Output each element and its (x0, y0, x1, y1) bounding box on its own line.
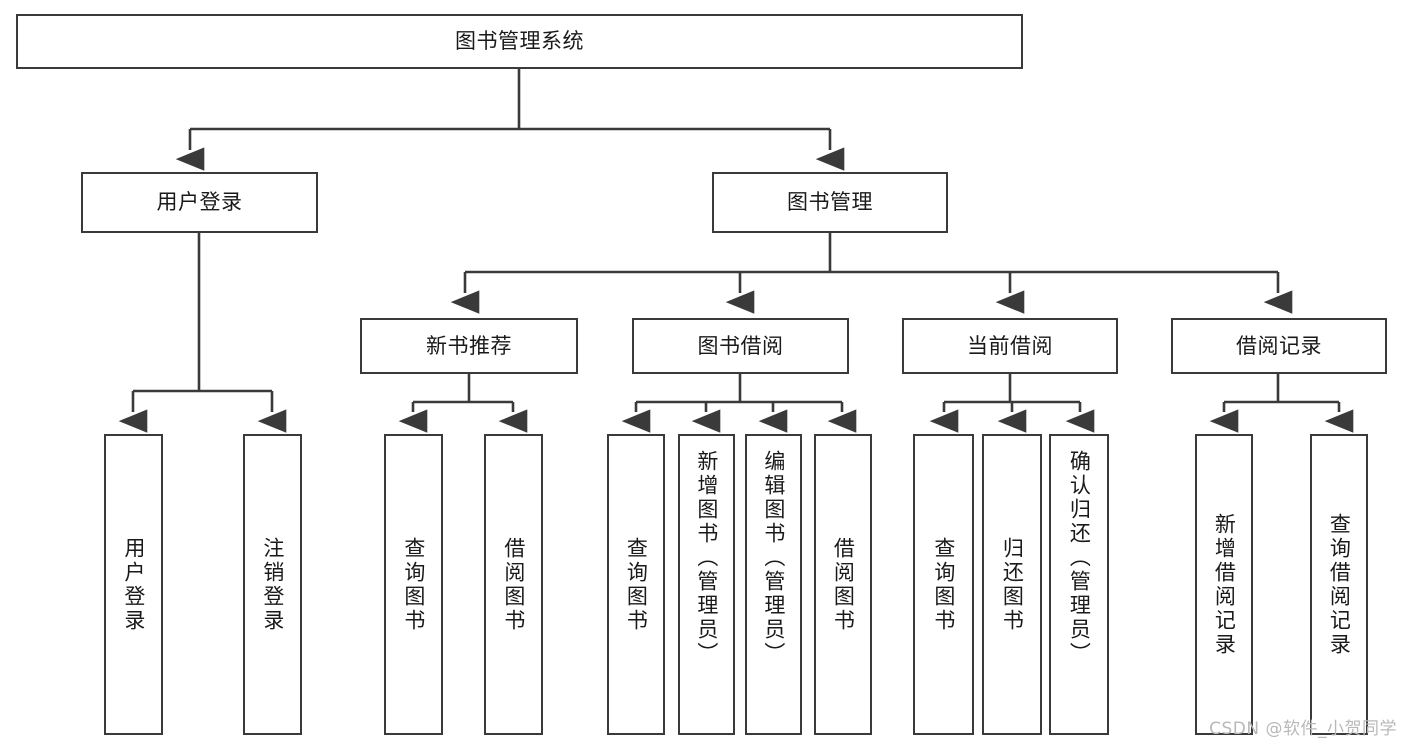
leaf-borrow-book[interactable]: 借阅图书 (814, 434, 872, 735)
leaf-query-book-borrow[interactable]: 查询图书 (607, 434, 665, 735)
leaf-edit-book-admin[interactable]: 编辑图书（管理员） (745, 434, 802, 735)
leaf-add-borrow-record[interactable]: 新增借阅记录 (1195, 434, 1253, 735)
leaf-user-login[interactable]: 用户登录 (104, 434, 163, 735)
leaf-query-borrow-record[interactable]: 查询借阅记录 (1310, 434, 1368, 735)
node-label: 新增借阅记录 (1212, 512, 1237, 657)
node-borrow-record[interactable]: 借阅记录 (1171, 318, 1387, 374)
node-label: 查询图书 (624, 536, 649, 633)
node-label: 图书借阅 (697, 333, 784, 358)
leaf-borrow-book-recommend[interactable]: 借阅图书 (484, 434, 543, 735)
node-label: 当前借阅 (967, 333, 1053, 358)
node-label: 确认归还（管理员） (1067, 450, 1092, 666)
leaf-query-book-recommend[interactable]: 查询图书 (384, 434, 443, 735)
node-label: 借阅图书 (501, 536, 526, 633)
leaf-query-book-current[interactable]: 查询图书 (913, 434, 974, 735)
node-label: 借阅记录 (1236, 333, 1322, 358)
node-label: 编辑图书（管理员） (761, 450, 786, 666)
node-label: 图书管理 (787, 190, 873, 215)
node-label: 用户登录 (156, 190, 243, 215)
node-label: 归还图书 (1000, 536, 1025, 633)
node-label: 查询借阅记录 (1327, 512, 1352, 657)
node-user-login[interactable]: 用户登录 (81, 172, 318, 233)
leaf-return-book[interactable]: 归还图书 (982, 434, 1042, 735)
node-label: 用户登录 (121, 536, 146, 633)
watermark-text: CSDN @软件_小贺同学 (1209, 719, 1397, 739)
node-book-borrow[interactable]: 图书借阅 (632, 318, 849, 374)
node-root-book-management-system[interactable]: 图书管理系统 (16, 14, 1023, 69)
leaf-logout[interactable]: 注销登录 (243, 434, 302, 735)
node-current-borrow[interactable]: 当前借阅 (902, 318, 1118, 374)
node-label: 注销登录 (260, 536, 285, 633)
node-label: 借阅图书 (831, 536, 856, 633)
leaf-confirm-return-admin[interactable]: 确认归还（管理员） (1049, 434, 1109, 735)
node-label: 查询图书 (931, 536, 956, 633)
node-new-book-recommend[interactable]: 新书推荐 (360, 318, 578, 374)
node-book-management[interactable]: 图书管理 (712, 172, 948, 233)
leaf-add-book-admin[interactable]: 新增图书（管理员） (678, 434, 735, 735)
node-label: 查询图书 (401, 536, 426, 633)
node-label: 图书管理系统 (455, 29, 584, 54)
node-label: 新增图书（管理员） (694, 450, 719, 666)
node-label: 新书推荐 (426, 333, 512, 358)
